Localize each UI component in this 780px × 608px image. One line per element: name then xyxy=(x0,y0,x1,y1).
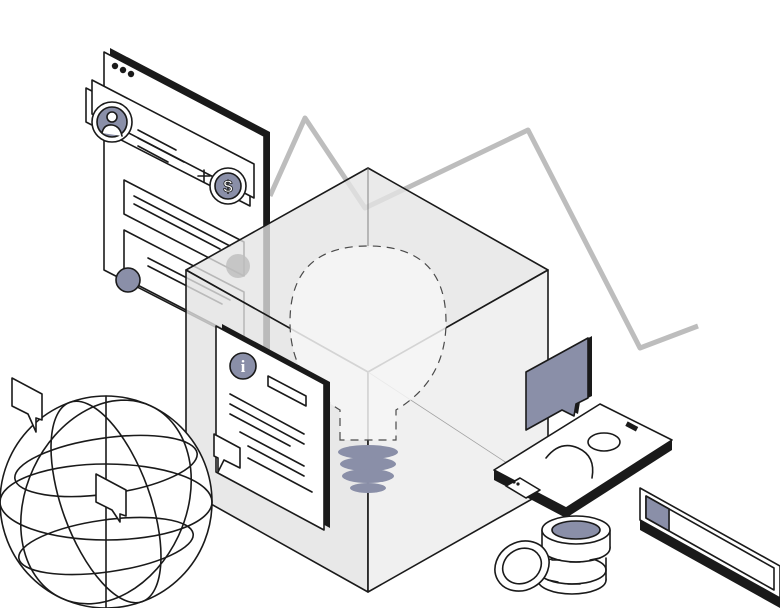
phone-icon xyxy=(493,403,673,518)
chat-bubble-icon xyxy=(525,336,592,431)
info-icon: i xyxy=(229,352,257,380)
chat-bubble-icon xyxy=(213,433,241,473)
chat-bubble-icon xyxy=(95,473,127,523)
svg-text:$: $ xyxy=(223,177,233,196)
chat-bubble-icon xyxy=(11,377,43,433)
progress-bar-icon xyxy=(639,487,780,608)
info-document-icon: i xyxy=(215,324,330,531)
trend-line-icon xyxy=(267,115,699,351)
coins-icon xyxy=(494,515,611,595)
dollar-icon: $ xyxy=(209,167,247,205)
svg-text:i: i xyxy=(241,357,246,376)
user-icon xyxy=(91,101,133,143)
